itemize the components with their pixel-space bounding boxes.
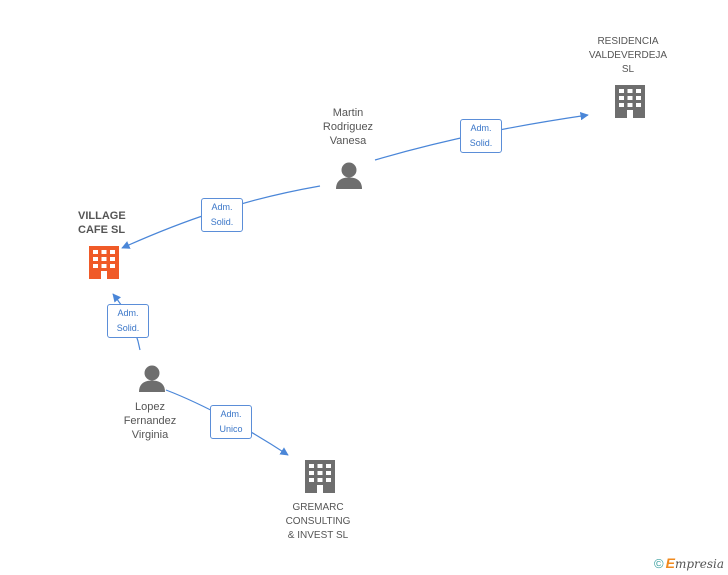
building-icon [305, 460, 335, 493]
edge-label-line: Solid. [116, 323, 140, 333]
edge-label-line: Adm. [211, 202, 233, 212]
footer-brand: ©Empresia [654, 555, 724, 571]
edge-label-martin-village: Adm. Solid. [201, 198, 243, 232]
edge-label-martin-residencia: Adm. Solid. [460, 119, 502, 153]
node-label-gremarc[interactable]: GREMARC CONSULTING & INVEST SL [285, 502, 351, 541]
brand-logo-e: E [665, 555, 675, 571]
edge-label-line: Adm. [470, 123, 492, 133]
building-icon [89, 246, 119, 279]
edge-label-line: Unico [219, 424, 243, 434]
edge-label-lopez-village: Adm. Solid. [107, 304, 149, 338]
node-label-village[interactable]: VILLAGE CAFE SL [78, 210, 126, 236]
building-icon [615, 85, 645, 118]
copyright-symbol: © [654, 556, 664, 571]
edge-label-line: Solid. [210, 217, 234, 227]
edge-label-line: Adm. [117, 308, 139, 318]
person-icon [336, 162, 362, 189]
brand-name: mpresia [674, 557, 724, 571]
node-label-lopez[interactable]: Lopez Fernandez Virginia [123, 401, 177, 441]
person-icon [139, 365, 165, 392]
node-label-martin[interactable]: Martin Rodriguez Vanesa [322, 107, 374, 147]
edge-label-line: Solid. [469, 138, 493, 148]
edge-label-lopez-gremarc: Adm. Unico [210, 405, 252, 439]
node-label-residencia[interactable]: RESIDENCIA VALDEVERDEJA SL [588, 36, 668, 75]
edge-label-line: Adm. [220, 409, 242, 419]
